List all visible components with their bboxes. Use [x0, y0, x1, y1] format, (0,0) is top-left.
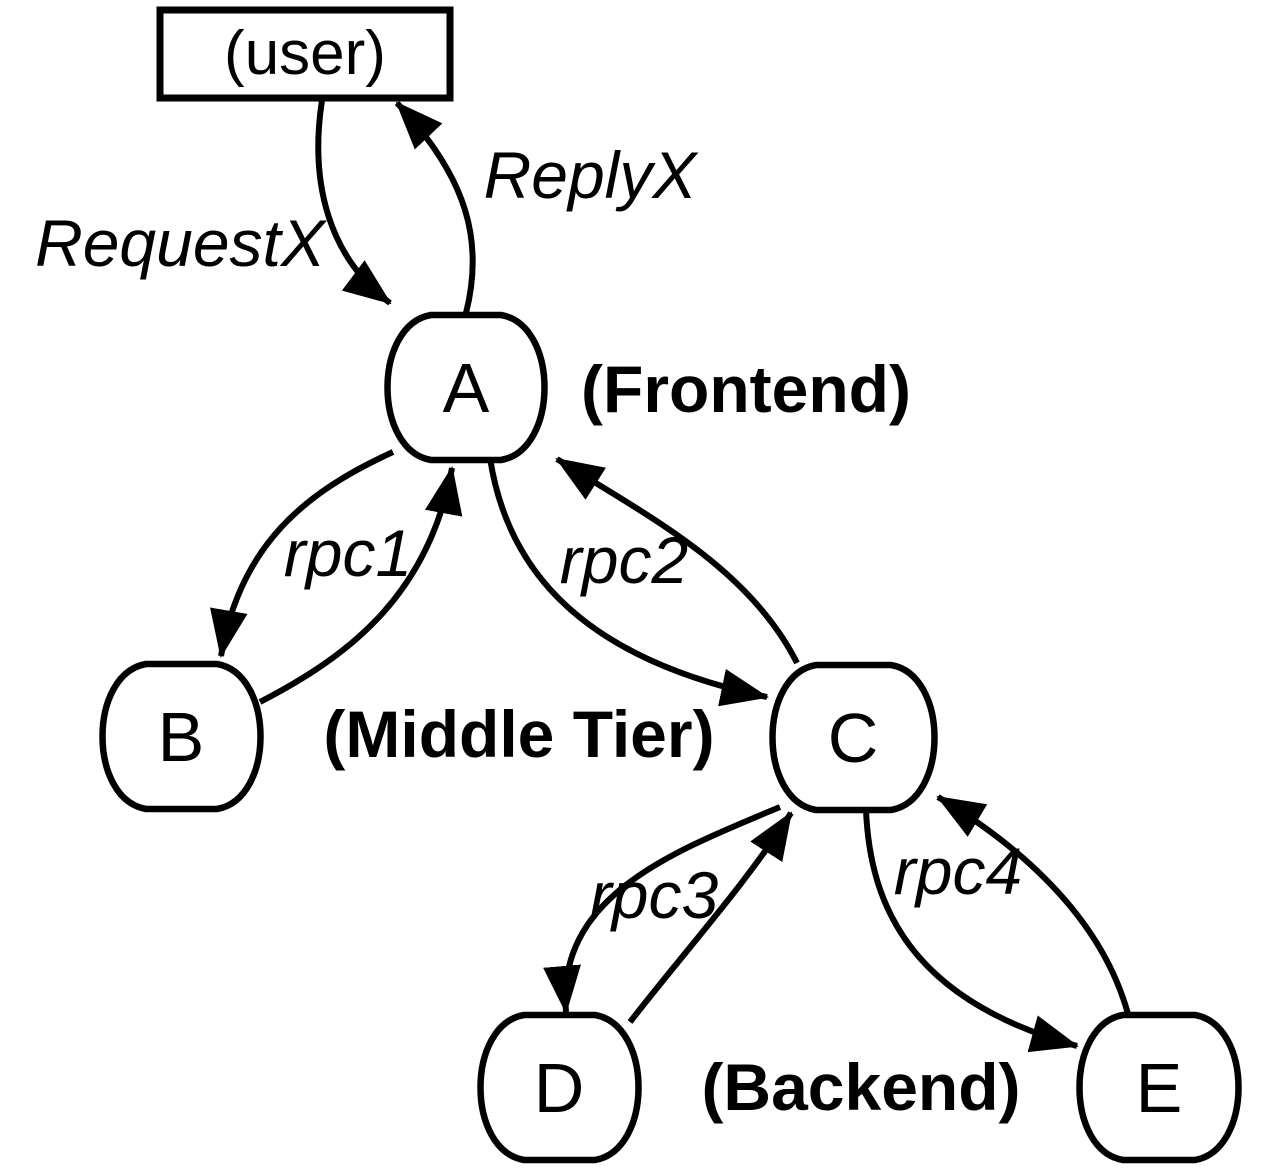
node-c-label: C [828, 699, 879, 777]
edge-c-to-e-rpc4-call [863, 809, 1079, 1053]
node-a-shape [384, 311, 548, 464]
node-b-shape [99, 660, 264, 813]
edge-label-rpc1: rpc1 [284, 516, 412, 590]
edge-label-rpc2: rpc2 [560, 523, 688, 597]
tier-label-middle-tier: (Middle Tier) [323, 697, 714, 771]
node-a-label: A [443, 349, 490, 427]
node-b-label: B [158, 698, 205, 776]
edge-label-rpc4: rpc4 [894, 834, 1022, 908]
tier-label-frontend: (Frontend) [581, 352, 911, 426]
tier-label-backend: (Backend) [701, 1050, 1020, 1124]
node-user-box [156, 6, 454, 102]
edge-label-requestx: RequestX [35, 206, 328, 280]
edge-e-to-c-rpc4-return [936, 794, 1131, 1015]
edge-a-to-b-rpc1-call [210, 449, 395, 658]
edge-user-to-a-request [315, 99, 392, 306]
node-user-label: (user) [224, 19, 386, 88]
edge-c-to-a-rpc2-return [555, 456, 800, 665]
node-d-label: D [534, 1049, 585, 1127]
node-e-label: E [1136, 1049, 1183, 1127]
edge-a-to-user-reply [394, 100, 476, 314]
edge-c-to-d-rpc3-call [543, 804, 782, 1014]
edge-label-replyx: ReplyX [484, 138, 700, 212]
edge-b-to-a-rpc1-return [258, 466, 463, 705]
node-e-shape [1076, 1011, 1242, 1164]
edge-a-to-c-rpc2-call [487, 457, 769, 707]
node-d-shape [477, 1011, 642, 1164]
edge-d-to-c-rpc3-return [627, 811, 794, 1024]
edge-label-rpc3: rpc3 [590, 858, 719, 932]
node-c-shape [769, 661, 938, 814]
